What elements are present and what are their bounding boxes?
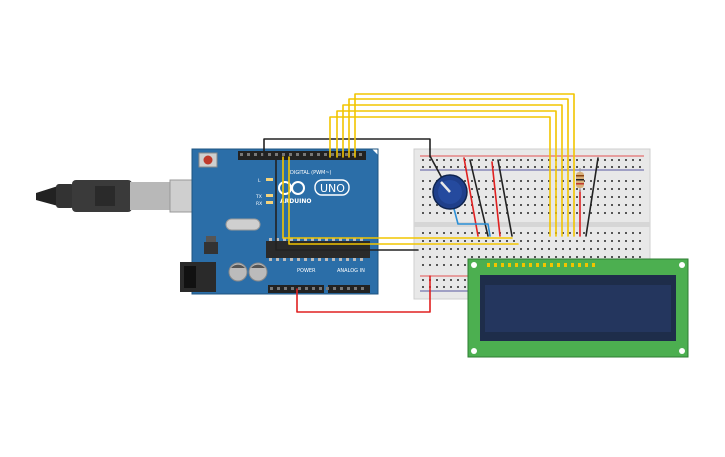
led-tx-label: TX (255, 194, 262, 200)
wire-d4[interactable] (342, 104, 563, 237)
wire-pot-vcc[interactable] (463, 157, 479, 237)
wire-d6[interactable] (354, 93, 575, 237)
digital-header-label: DIGITAL (PWM~) (290, 170, 332, 176)
resistor-icon[interactable] (576, 168, 584, 192)
reset-button[interactable] (198, 152, 218, 168)
wire-gnd-top[interactable] (263, 138, 431, 158)
voltage-regulator (204, 242, 218, 254)
arduino-uno-board[interactable]: DIGITAL (PWM~) L TX RX ARDUINO UNO (180, 148, 379, 295)
wire-pot-gnd[interactable] (429, 155, 444, 181)
wire-d5[interactable] (348, 98, 569, 237)
wire-d12[interactable] (282, 156, 513, 239)
wire-d3[interactable] (336, 110, 557, 237)
arduino-logo: ARDUINO UNO (278, 179, 350, 205)
wire-gnd-2[interactable] (275, 156, 419, 251)
wire-led-k[interactable] (585, 157, 599, 237)
potentiometer-icon[interactable] (432, 174, 468, 210)
wires (263, 93, 599, 313)
led-l-label: L (258, 178, 261, 184)
crystal (225, 218, 261, 231)
wire-rw[interactable] (491, 161, 501, 237)
lcd-16x2[interactable] (467, 258, 689, 358)
wire-5v[interactable] (296, 275, 431, 313)
wire-pot-wiper[interactable] (452, 204, 491, 237)
brand-label: ARDUINO (280, 198, 311, 205)
wire-d2[interactable] (329, 116, 551, 237)
power-header (268, 285, 324, 293)
capacitors (228, 262, 268, 282)
led-rx-label: RX (256, 201, 262, 207)
wire-k-gnd[interactable] (497, 159, 513, 237)
lcd-screen (485, 285, 671, 332)
usb-cable-icon[interactable] (36, 179, 197, 213)
digital-header (238, 151, 366, 160)
status-leds: L TX RX (255, 178, 273, 207)
wire-d11[interactable] (288, 156, 519, 245)
power-label: POWER (297, 268, 316, 274)
model-label: UNO (320, 182, 345, 195)
analog-label: ANALOG IN (337, 268, 365, 274)
